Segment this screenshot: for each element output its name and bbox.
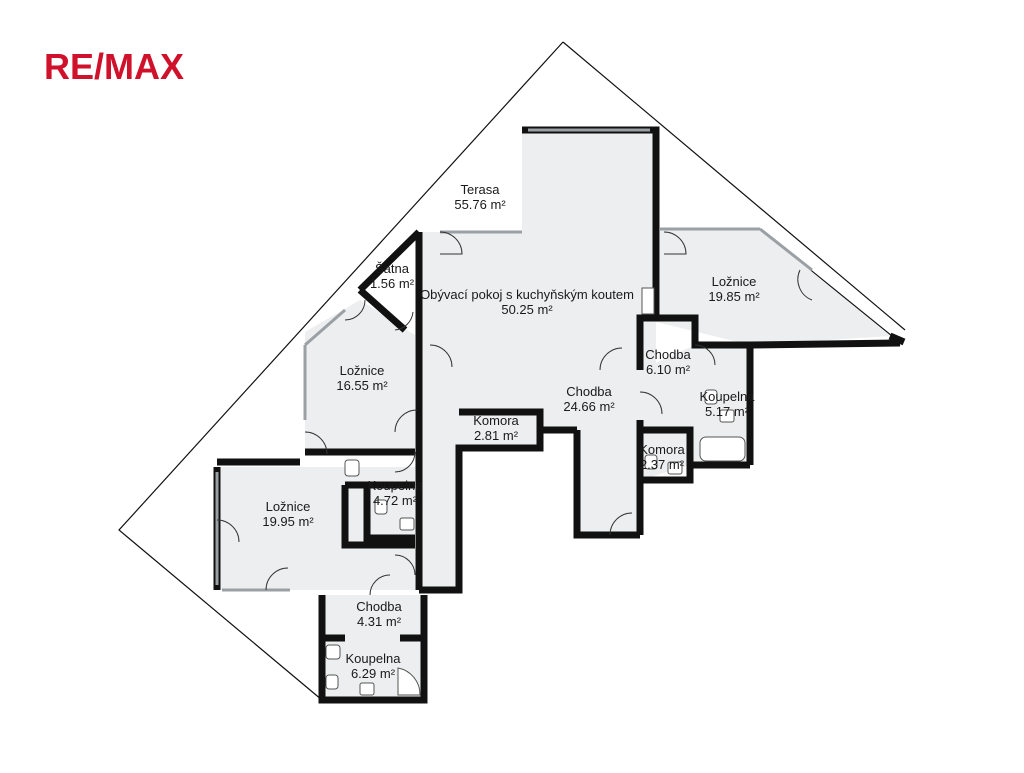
kitchen-counter-icon (641, 287, 655, 315)
room-name-terasa: Terasa (460, 182, 500, 197)
room-name-chodba-s: Chodba (356, 599, 402, 614)
room-name-chodba-c: Chodba (566, 384, 612, 399)
windows (215, 128, 813, 592)
room-labels: Terasa 55.76 m² Šatna 1.56 m² Obývací po… (262, 182, 760, 681)
toilet-icon (325, 644, 341, 660)
room-area-loznice-sw: 19.95 m² (262, 514, 314, 529)
sink-icon (719, 409, 735, 423)
room-area-loznice-ne: 19.85 m² (708, 289, 760, 304)
room-area-chodba-c: 24.66 m² (563, 399, 615, 414)
room-name-komora-e: Komora (639, 442, 685, 457)
room-area-chodba-s: 4.31 m² (357, 614, 402, 629)
fixtures (325, 287, 746, 696)
remax-logo: RE/MAX (44, 46, 184, 87)
room-area-komora-e: 2.37 m² (640, 457, 685, 472)
room-area-chodba-e: 6.10 m² (646, 362, 691, 377)
room-name-loznice-ne: Ložnice (712, 274, 757, 289)
toilet-icon (344, 459, 360, 477)
room-name-loznice-sw: Ložnice (266, 499, 311, 514)
room-name-koupelna-e: Koupelna (700, 389, 756, 404)
toilet-icon (704, 389, 718, 405)
room-area-koupelna-w: 4.72 m² (373, 493, 418, 508)
room-area-loznice-w: 16.55 m² (336, 378, 388, 393)
room-area-obyvaci: 50.25 m² (501, 302, 553, 317)
sink-icon (359, 682, 375, 696)
room-name-koupelna-w: Koupelna (368, 478, 424, 493)
room-name-loznice-w: Ložnice (340, 363, 385, 378)
room-area-satna: 1.56 m² (370, 276, 415, 291)
room-area-komora-c: 2.81 m² (474, 428, 519, 443)
logo-text: RE/MAX (44, 46, 184, 87)
toilet-icon (374, 499, 388, 515)
toilet-icon (325, 674, 339, 690)
bathtub-icon (699, 436, 746, 462)
toilet-icon (644, 454, 658, 470)
sink-icon (667, 461, 683, 475)
sink-icon (399, 517, 415, 531)
room-name-satna: Šatna (375, 261, 410, 276)
room-name-koupelna-s: Koupelna (346, 651, 402, 666)
floor-fills (217, 130, 890, 700)
shower-icon (397, 667, 421, 696)
room-area-terasa: 55.76 m² (454, 197, 506, 212)
room-name-obyvaci: Obývací pokoj s kuchyňským koutem (420, 287, 634, 302)
room-area-koupelna-e: 5.17 m² (705, 404, 750, 419)
room-area-koupelna-s: 6.29 m² (351, 666, 396, 681)
doors (216, 231, 813, 596)
room-name-komora-c: Komora (473, 413, 519, 428)
room-name-chodba-e: Chodba (645, 347, 691, 362)
